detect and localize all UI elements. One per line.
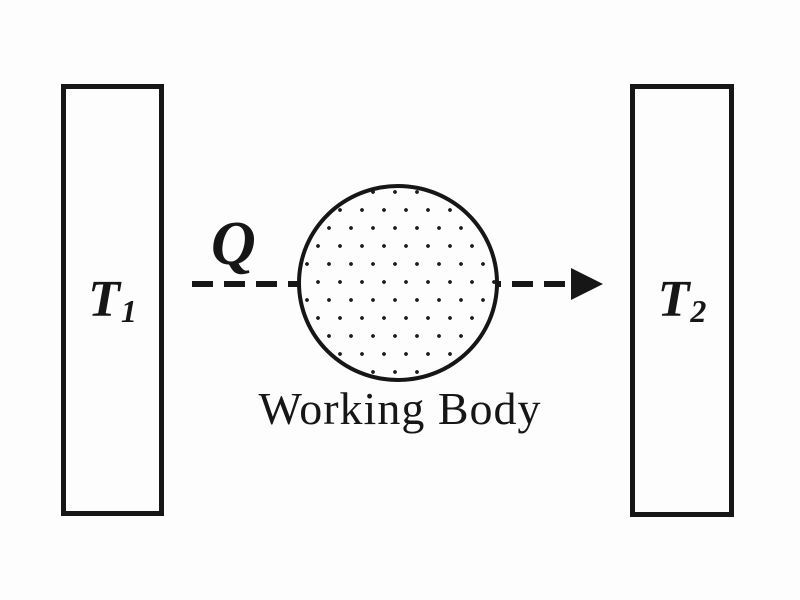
right-reservoir: T2 [630,84,734,517]
left-reservoir-symbol: T [88,270,120,328]
right-reservoir-symbol: T [657,271,690,328]
right-reservoir-label: T2 [657,271,707,329]
heat-label: Q [211,210,256,278]
left-reservoir-subscript: 1 [120,292,137,329]
right-reservoir-subscript: 2 [690,293,707,329]
working-body-caption: Working Body [258,383,542,434]
left-reservoir: T1 [61,84,164,516]
working-body-circle [297,184,499,382]
left-reservoir-label: T1 [88,270,137,329]
arrowhead-icon [571,268,603,300]
